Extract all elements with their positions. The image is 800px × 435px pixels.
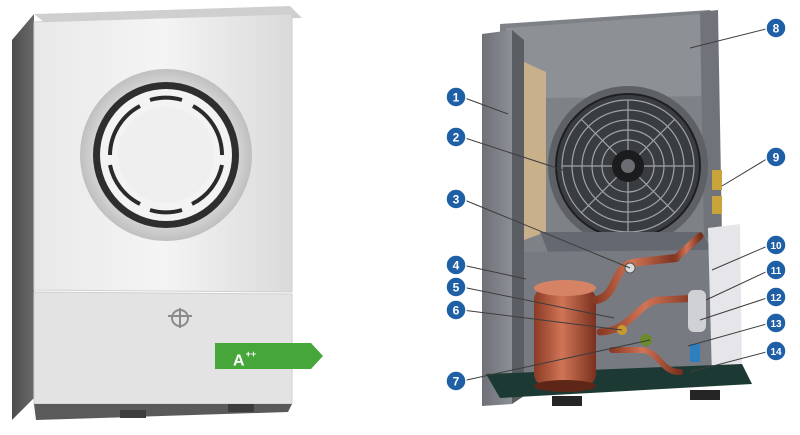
svg-text:1: 1 — [453, 91, 460, 105]
svg-text:5: 5 — [453, 281, 460, 295]
callout-1: 1 — [445, 86, 467, 108]
fan-shroud — [540, 232, 712, 252]
energy-class-plus: ++ — [245, 349, 257, 359]
energy-arrow-icon — [215, 343, 323, 369]
svg-text:12: 12 — [770, 293, 782, 304]
unit-base — [34, 404, 292, 420]
callout-4: 4 — [445, 254, 467, 276]
svg-text:8: 8 — [773, 22, 780, 36]
callout-6: 6 — [445, 299, 467, 321]
svg-text:11: 11 — [771, 266, 782, 277]
svg-text:6: 6 — [453, 304, 460, 318]
svg-text:3: 3 — [453, 193, 460, 207]
callout-11: 11 — [765, 259, 787, 281]
svg-text:13: 13 — [770, 319, 782, 330]
valve-component — [640, 334, 652, 346]
energy-class-text: A++ — [233, 346, 256, 371]
unit-foot — [120, 410, 146, 418]
cutaway-top-panel — [506, 14, 712, 98]
svg-text:4: 4 — [453, 259, 460, 273]
fan-assembly — [548, 86, 708, 246]
callout-8: 8 — [765, 17, 787, 39]
base-foot — [552, 396, 582, 406]
insulation-strip — [524, 62, 546, 240]
callout-14: 14 — [765, 340, 787, 362]
energy-class-letter: A — [233, 352, 245, 370]
electronic-valve — [690, 344, 700, 362]
callout-7: 7 — [445, 370, 467, 392]
unit-foot — [228, 404, 254, 412]
cutaway-side-column — [482, 30, 512, 406]
callout-2: 2 — [445, 126, 467, 148]
callout-9: 9 — [765, 146, 787, 168]
callout-5: 5 — [445, 276, 467, 298]
service-valve — [712, 170, 722, 190]
callout-leaders — [461, 27, 771, 382]
refrigerant-piping — [592, 167, 717, 375]
callout-10: 10 — [765, 234, 787, 256]
unit-side-panel — [12, 14, 34, 420]
svg-text:14: 14 — [770, 347, 782, 358]
expansion-panel — [708, 224, 742, 378]
brand-logo-icon — [168, 308, 192, 328]
svg-text:2: 2 — [453, 131, 460, 145]
base-foot — [690, 390, 720, 400]
energy-class-badge: A++ — [215, 343, 323, 369]
callout-12: 12 — [765, 286, 787, 308]
svg-text:7: 7 — [453, 375, 460, 389]
compressor — [534, 280, 596, 392]
heat-pump-cutaway — [482, 10, 752, 406]
heat-pump-exterior — [12, 6, 302, 420]
callout-3: 3 — [445, 188, 467, 210]
svg-text:10: 10 — [770, 241, 782, 252]
fan-grille — [80, 69, 252, 241]
filter-drier — [688, 290, 706, 332]
callout-13: 13 — [765, 312, 787, 334]
svg-text:9: 9 — [773, 151, 780, 165]
service-valve — [712, 196, 722, 214]
